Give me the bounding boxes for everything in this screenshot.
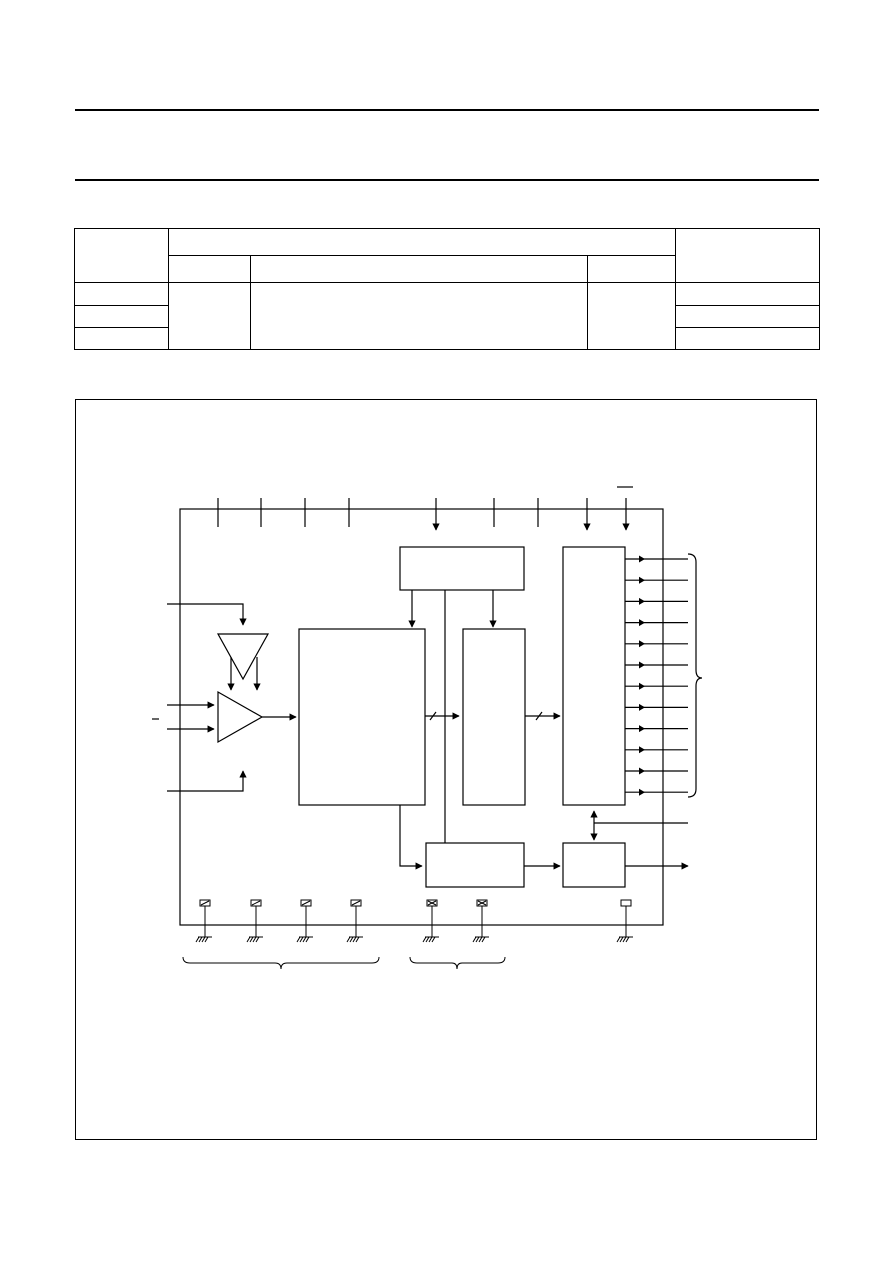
ground-pin (195, 899, 212, 943)
reference-input-line (167, 603, 247, 626)
logic-block (462, 628, 526, 806)
control-block (399, 546, 525, 591)
clock-input-line (167, 770, 247, 792)
ground-pin (246, 899, 263, 943)
output-arrow-icon (639, 661, 645, 669)
table-subheader-description (250, 255, 588, 284)
output-latch-block (562, 546, 626, 806)
table-cell-extra-3 (675, 326, 821, 351)
output-arrow-icon (639, 746, 645, 754)
table-cell-version (586, 282, 677, 350)
supply-ground-pins (195, 899, 633, 943)
output-arrow-icon (639, 597, 645, 605)
ground-pin (346, 899, 363, 943)
converter-core-block (298, 628, 426, 806)
ground-pin (422, 899, 439, 943)
output-arrow-icon (639, 619, 645, 627)
header-top-rule (75, 109, 819, 111)
ground-pin (296, 899, 313, 943)
timing-block (425, 842, 525, 888)
table-header-package (167, 227, 677, 257)
output-pins (625, 555, 688, 796)
output-arrow-icon (639, 682, 645, 690)
table-subheader-name (168, 255, 251, 284)
output-arrow-icon (639, 640, 645, 648)
header-bottom-rule (75, 179, 819, 181)
status-block (562, 842, 626, 888)
table-header-extra (675, 227, 821, 284)
table-cell-description (250, 282, 588, 350)
table-cell-type-3 (74, 326, 169, 351)
output-arrow-icon (639, 703, 645, 711)
table-subheader-version (586, 255, 677, 284)
input-amplifier-triangle (217, 690, 264, 744)
ground-pin (616, 899, 633, 943)
ic-boundary (179, 508, 664, 926)
output-arrow-icon (639, 767, 645, 775)
output-bracket (687, 553, 703, 798)
ground-pin (472, 899, 489, 943)
digital-supply-bracket (409, 956, 506, 970)
ordering-information-table (74, 227, 821, 351)
output-arrow-icon (639, 788, 645, 796)
reference-buffer-triangle (216, 633, 270, 681)
output-arrow-icon (639, 576, 645, 584)
output-arrow-icon (639, 725, 645, 733)
analog-supply-bracket (182, 956, 380, 970)
top-pins (217, 498, 539, 527)
block-diagram-frame (75, 399, 817, 1140)
output-arrow-icon (639, 555, 645, 563)
